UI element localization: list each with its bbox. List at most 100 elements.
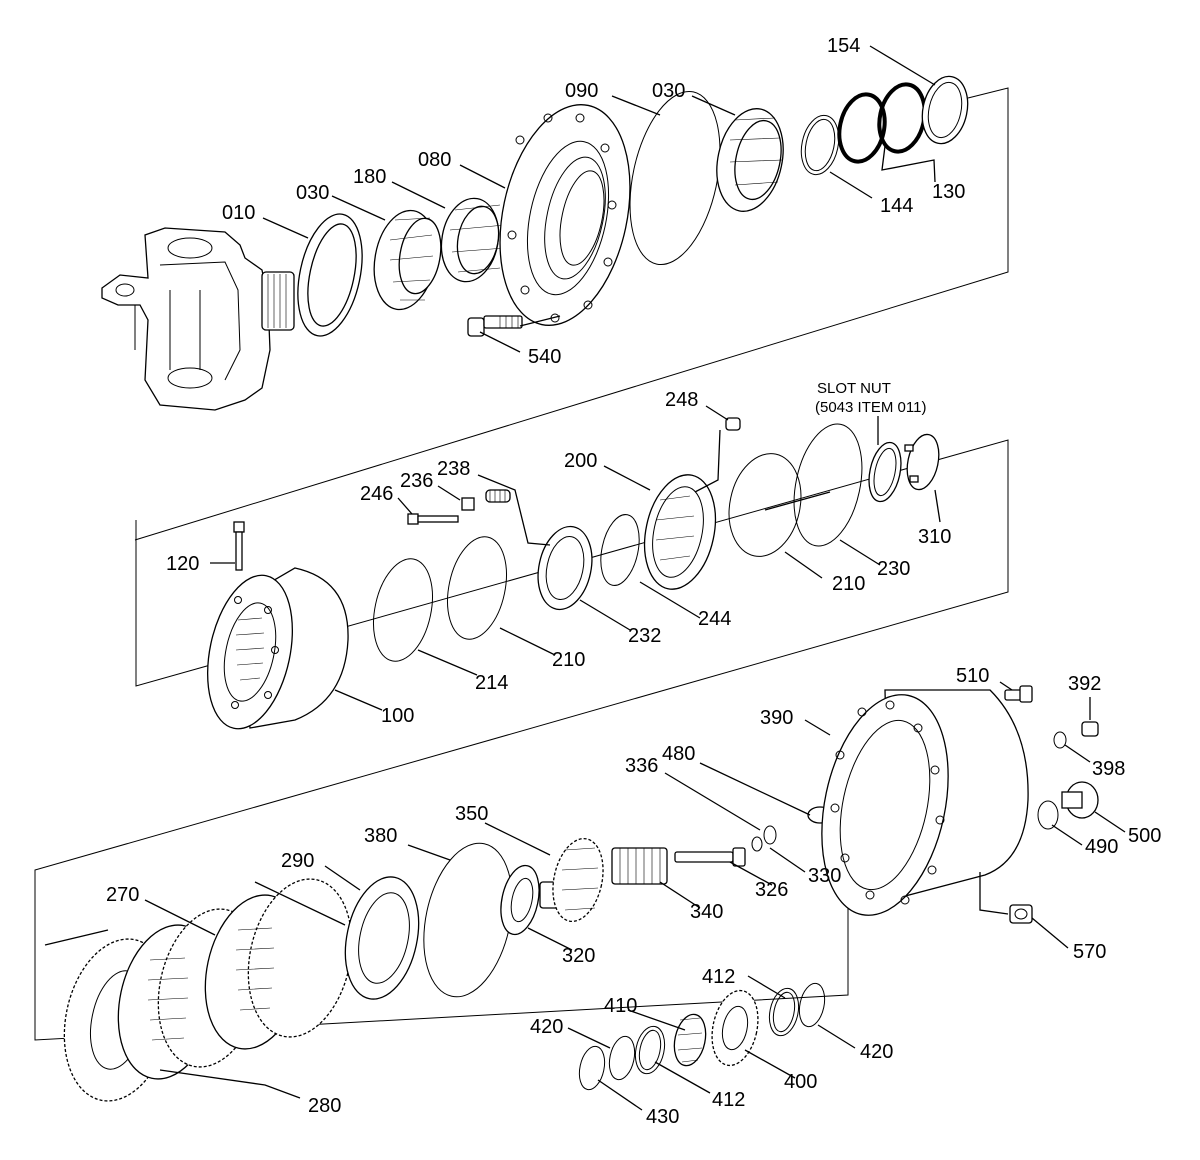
part-090-o-ring xyxy=(629,90,721,266)
label-214: 214 xyxy=(475,672,508,694)
part-120-screw xyxy=(233,521,245,571)
part-500-plug xyxy=(1061,781,1099,819)
label-400: 400 xyxy=(784,1071,817,1093)
label-236: 236 xyxy=(400,470,433,492)
part-236-nut xyxy=(461,497,475,511)
part-400-planet-gear xyxy=(711,989,759,1067)
label-080: 080 xyxy=(418,149,451,171)
part-390-planetary-carrier xyxy=(821,689,1029,916)
part-130-shims xyxy=(837,82,927,164)
label-350: 350 xyxy=(455,803,488,825)
label-100: 100 xyxy=(381,705,414,727)
label-380: 380 xyxy=(364,825,397,847)
label-232: 232 xyxy=(628,625,661,647)
label-420-right: 420 xyxy=(860,1041,893,1063)
label-154: 154 xyxy=(827,35,860,57)
label-570: 570 xyxy=(1073,941,1106,963)
part-420-snap-ring-left xyxy=(608,1035,636,1081)
label-244: 244 xyxy=(698,608,731,630)
part-412-washer-right xyxy=(768,987,800,1037)
part-320-thrust-washer xyxy=(500,864,540,936)
label-030-top-left: 030 xyxy=(296,182,329,204)
label-010: 010 xyxy=(222,202,255,224)
part-labels: 154 090 030 130 144 080 180 030 010 540 … xyxy=(106,35,1161,1128)
label-248: 248 xyxy=(665,389,698,411)
label-310: 310 xyxy=(918,526,951,548)
label-500: 500 xyxy=(1128,825,1161,847)
part-244-snap-ring xyxy=(600,514,640,586)
disc-pack xyxy=(63,878,353,1102)
label-412-right: 412 xyxy=(702,966,735,988)
label-090: 090 xyxy=(565,80,598,102)
label-490: 490 xyxy=(1085,836,1118,858)
part-310-lock-plate xyxy=(904,433,940,491)
slot-nut xyxy=(868,441,902,503)
part-214-o-ring xyxy=(373,558,433,662)
label-412-left: 412 xyxy=(712,1089,745,1111)
section-frame-top-right xyxy=(134,87,1009,541)
part-398-o-ring xyxy=(1053,731,1067,749)
label-398: 398 xyxy=(1092,758,1125,780)
label-430: 430 xyxy=(646,1106,679,1128)
label-326: 326 xyxy=(755,879,788,901)
label-210-right: 210 xyxy=(832,573,865,595)
label-340: 340 xyxy=(690,901,723,923)
slot-nut-note-line1: SLOT NUT xyxy=(817,380,891,397)
label-238: 238 xyxy=(437,458,470,480)
label-336: 336 xyxy=(625,755,658,777)
part-412-washer-left xyxy=(634,1025,666,1075)
part-430-snap-ring xyxy=(578,1045,606,1091)
label-130: 130 xyxy=(932,181,965,203)
label-330: 330 xyxy=(808,865,841,887)
leader-lines xyxy=(44,45,1126,1111)
part-570-nut xyxy=(1009,904,1033,924)
label-200: 200 xyxy=(564,450,597,472)
part-030-bearing-cone-outer xyxy=(716,108,784,212)
label-540: 540 xyxy=(528,346,561,368)
slot-nut-note-line2: (5043 ITEM 011) xyxy=(815,399,926,416)
part-350-sun-gear xyxy=(539,837,604,923)
label-290: 290 xyxy=(281,850,314,872)
part-392-plug xyxy=(1081,721,1099,737)
label-420-left: 420 xyxy=(530,1016,563,1038)
part-030-bearing-cone xyxy=(373,209,442,311)
label-120: 120 xyxy=(166,553,199,575)
part-200-piston xyxy=(643,474,717,590)
label-480: 480 xyxy=(662,743,695,765)
label-030-top-right: 030 xyxy=(652,80,685,102)
part-326-bolt xyxy=(674,847,746,867)
label-180: 180 xyxy=(353,166,386,188)
part-080-wheel-hub xyxy=(499,104,631,326)
label-246: 246 xyxy=(360,483,393,505)
part-330-washer xyxy=(751,836,763,852)
part-210-o-ring-right xyxy=(728,453,802,557)
part-490-o-ring xyxy=(1037,800,1059,830)
label-410: 410 xyxy=(604,995,637,1017)
part-510-screw xyxy=(1004,685,1033,703)
part-154-thrust-washer xyxy=(921,75,969,145)
label-392: 392 xyxy=(1068,673,1101,695)
part-238-spring xyxy=(485,489,511,503)
part-230-o-ring xyxy=(793,423,863,547)
label-320: 320 xyxy=(562,945,595,967)
label-144: 144 xyxy=(880,195,913,217)
part-290-thrust-ring xyxy=(344,876,420,1000)
part-340-shaft xyxy=(611,847,668,885)
label-270: 270 xyxy=(106,884,139,906)
part-210-o-ring-left xyxy=(447,536,507,640)
part-540-wheel-stud xyxy=(467,315,523,337)
part-010-seal xyxy=(297,213,363,337)
part-248-screw-plug xyxy=(725,417,741,431)
part-410-needle-bearing xyxy=(673,1013,707,1067)
part-246-bolt xyxy=(407,513,459,525)
label-230: 230 xyxy=(877,558,910,580)
part-144-shim xyxy=(800,114,840,176)
label-210-left: 210 xyxy=(552,649,585,671)
part-336-o-ring xyxy=(763,825,777,845)
label-510: 510 xyxy=(956,665,989,687)
part-100-planetary-housing xyxy=(206,567,349,730)
steering-knuckle xyxy=(101,227,295,411)
label-390: 390 xyxy=(760,707,793,729)
label-280: 280 xyxy=(308,1095,341,1117)
